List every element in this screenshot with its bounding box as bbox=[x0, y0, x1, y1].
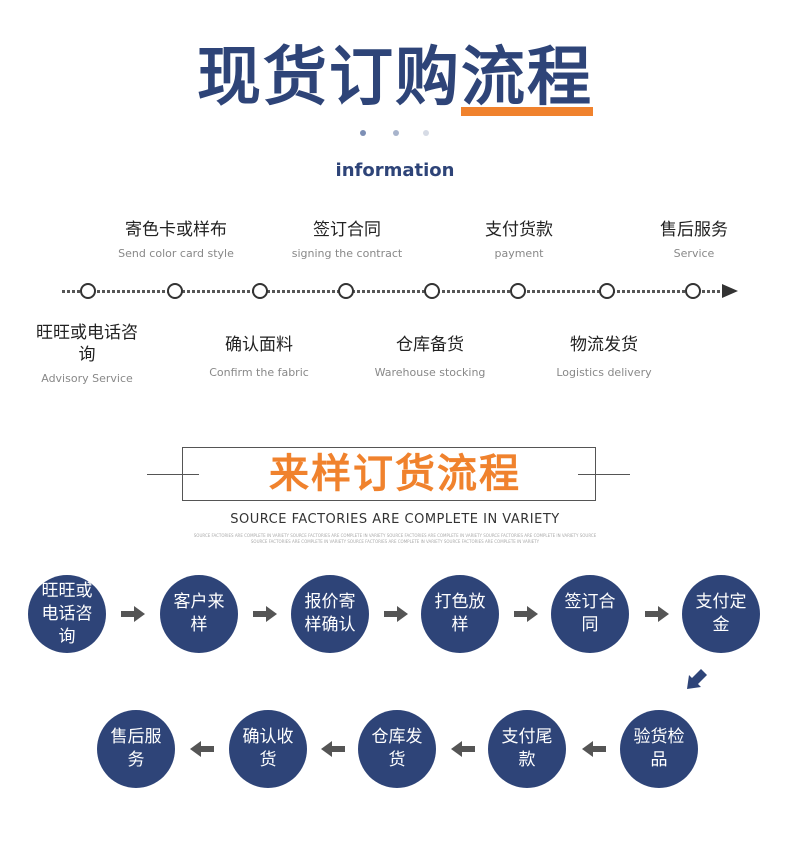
timeline-step-bottom-2: 确认面料 Confirm the fabric bbox=[174, 334, 344, 379]
flow-step-label: 报价寄样确认 bbox=[304, 592, 356, 635]
flow-step-5: 签订合同 bbox=[551, 575, 629, 653]
page-title: 现货订购流程 bbox=[0, 26, 790, 118]
timeline-node bbox=[509, 283, 526, 299]
timeline-step-top-3: 支付货款 payment bbox=[434, 219, 604, 260]
step-subtitle: payment bbox=[494, 247, 544, 260]
step-title: 确认面料 bbox=[225, 335, 293, 355]
flow-step-label: 售后服务 bbox=[110, 727, 162, 770]
timeline-step-bottom-3: 仓库备货 Warehouse stocking bbox=[345, 334, 515, 379]
step-title: 支付货款 bbox=[485, 220, 553, 240]
flow-step-label: 仓库发货 bbox=[371, 727, 423, 770]
information-label: information bbox=[335, 160, 455, 181]
arrow-down-left-icon bbox=[687, 669, 707, 689]
step-subtitle: signing the contract bbox=[291, 247, 403, 260]
decor-dot-2 bbox=[393, 130, 399, 136]
flow-step-4: 打色放样 bbox=[421, 575, 499, 653]
step-title: 旺旺或电话咨询 bbox=[36, 323, 138, 365]
timeline-node bbox=[337, 283, 354, 299]
flow-step-10: 确认收货 bbox=[229, 710, 307, 788]
timeline-node bbox=[684, 283, 701, 299]
flow-step-1: 旺旺或电话咨询 bbox=[28, 575, 106, 653]
flow-step-label: 旺旺或电话咨询 bbox=[41, 580, 93, 647]
arrow-right-icon bbox=[514, 606, 538, 622]
timeline-step-top-2: 签订合同 signing the contract bbox=[262, 219, 432, 260]
timeline-line bbox=[62, 290, 724, 293]
decor-dot-1 bbox=[360, 130, 366, 136]
timeline-step-bottom-1: 旺旺或电话咨询 Advisory Service bbox=[32, 322, 142, 385]
step-title: 售后服务 bbox=[660, 220, 728, 240]
arrow-left-icon bbox=[321, 741, 345, 757]
fine-print-2: SOURCE FACTORIES ARE COMPLETE IN VARIETY… bbox=[250, 539, 540, 544]
arrow-left-icon bbox=[582, 741, 606, 757]
title-part2-highlight: 流程 bbox=[461, 26, 593, 118]
flow-step-6: 支付定金 bbox=[682, 575, 760, 653]
section-title-text: 来样订货流程 bbox=[261, 451, 529, 497]
timeline-node bbox=[423, 283, 440, 299]
step-title: 仓库备货 bbox=[396, 335, 464, 355]
divider-right bbox=[578, 474, 630, 475]
flow-step-label: 签订合同 bbox=[564, 592, 616, 635]
divider-left bbox=[147, 474, 199, 475]
title-frame bbox=[182, 447, 596, 501]
arrow-left-icon bbox=[451, 741, 475, 757]
step-subtitle: Advisory Service bbox=[41, 372, 133, 385]
arrow-right-icon bbox=[253, 606, 277, 622]
flow-step-2: 客户来样 bbox=[160, 575, 238, 653]
flow-step-label: 验货检品 bbox=[633, 727, 685, 770]
step-subtitle: Send color card style bbox=[118, 247, 234, 260]
step-title: 签订合同 bbox=[313, 220, 381, 240]
step-title: 寄色卡或样布 bbox=[125, 220, 227, 240]
flow-step-11: 售后服务 bbox=[97, 710, 175, 788]
flow-step-label: 打色放样 bbox=[434, 592, 486, 635]
step-subtitle: Service bbox=[673, 247, 715, 260]
timeline-node bbox=[79, 283, 96, 299]
step-subtitle: Logistics delivery bbox=[556, 366, 652, 379]
flow-step-label: 客户来样 bbox=[173, 592, 225, 635]
flow-step-label: 支付尾款 bbox=[501, 727, 553, 770]
step-subtitle: Confirm the fabric bbox=[209, 366, 309, 379]
step-title: 物流发货 bbox=[570, 335, 638, 355]
title-part1: 现货订购 bbox=[197, 41, 461, 115]
section-title: 来样订货流程 bbox=[0, 448, 790, 500]
arrow-right-icon bbox=[384, 606, 408, 622]
timeline-step-bottom-4: 物流发货 Logistics delivery bbox=[519, 334, 689, 379]
flow-step-3: 报价寄样确认 bbox=[291, 575, 369, 653]
section-subtitle: SOURCE FACTORIES ARE COMPLETE IN VARIETY bbox=[230, 512, 560, 527]
timeline-step-top-1: 寄色卡或样布 Send color card style bbox=[91, 219, 261, 260]
flow-step-7: 验货检品 bbox=[620, 710, 698, 788]
timeline-arrow-icon bbox=[722, 284, 738, 298]
timeline-step-top-4: 售后服务 Service bbox=[609, 219, 779, 260]
step-subtitle: Warehouse stocking bbox=[374, 366, 486, 379]
fine-print-1: SOURCE FACTORIES ARE COMPLETE IN VARIETY… bbox=[193, 533, 597, 538]
flow-step-label: 确认收货 bbox=[242, 727, 294, 770]
decor-dot-3 bbox=[423, 130, 429, 136]
flow-step-9: 仓库发货 bbox=[358, 710, 436, 788]
flow-step-label: 支付定金 bbox=[695, 592, 747, 635]
arrow-left-icon bbox=[190, 741, 214, 757]
arrow-right-icon bbox=[121, 606, 145, 622]
arrow-right-icon bbox=[645, 606, 669, 622]
timeline-node bbox=[166, 283, 183, 299]
flow-step-8: 支付尾款 bbox=[488, 710, 566, 788]
timeline-node bbox=[251, 283, 268, 299]
timeline-node bbox=[598, 283, 615, 299]
